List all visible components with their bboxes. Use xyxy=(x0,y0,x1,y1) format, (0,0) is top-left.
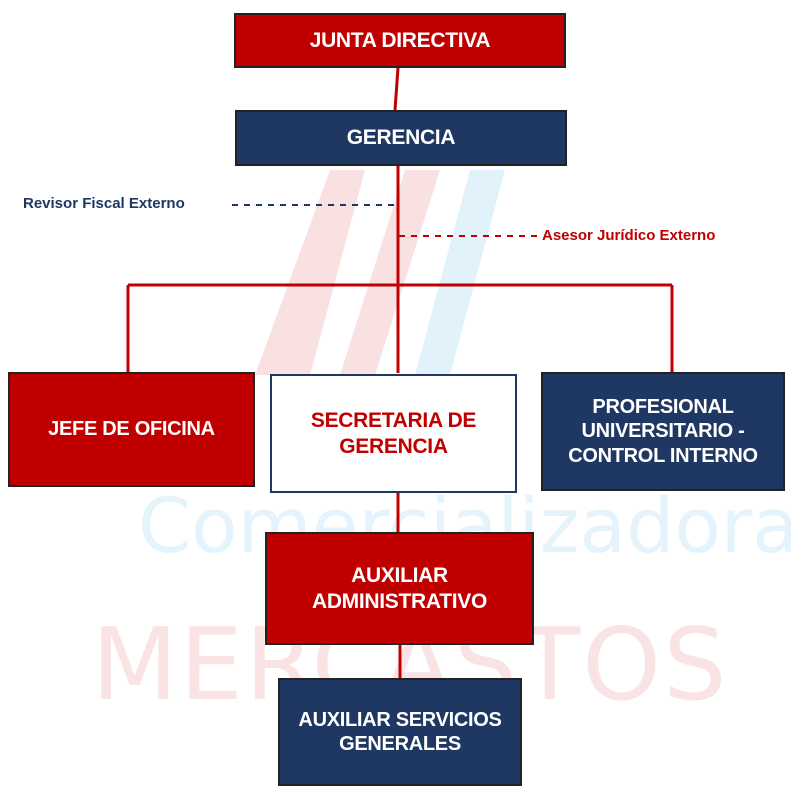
box-auxiliar-servicios-generales: AUXILIAR SERVICIOS GENERALES xyxy=(278,678,522,786)
box-auxiliar-administrativo: AUXILIAR ADMINISTRATIVO xyxy=(265,532,534,645)
box-junta-directiva-label: JUNTA DIRECTIVA xyxy=(309,28,491,52)
box-junta-directiva: JUNTA DIRECTIVA xyxy=(234,13,566,68)
box-gerencia-label: GERENCIA xyxy=(346,126,456,150)
box-auxiliar-servicios-generales-label: AUXILIAR SERVICIOS GENERALES xyxy=(298,708,502,755)
box-profesional-universitario-label: PROFESIONAL UNIVERSITARIO - CONTROL INTE… xyxy=(568,395,758,467)
asesor-juridico-label: Asesor Jurídico Externo xyxy=(542,227,716,244)
box-profesional-universitario: PROFESIONAL UNIVERSITARIO - CONTROL INTE… xyxy=(541,372,785,491)
connector-junta-gerencia xyxy=(393,67,400,111)
box-secretaria-de-gerencia-label: SECRETARIA DE GERENCIA xyxy=(310,408,477,458)
box-auxiliar-administrativo-label: AUXILIAR ADMINISTRATIVO xyxy=(311,563,488,613)
box-jefe-de-oficina-label: JEFE DE OFICINA xyxy=(48,418,215,441)
box-jefe-de-oficina: JEFE DE OFICINA xyxy=(8,372,255,487)
revisor-fiscal-label: Revisor Fiscal Externo xyxy=(23,195,185,212)
box-secretaria-de-gerencia: SECRETARIA DE GERENCIA xyxy=(270,374,517,493)
box-gerencia: GERENCIA xyxy=(235,110,567,166)
